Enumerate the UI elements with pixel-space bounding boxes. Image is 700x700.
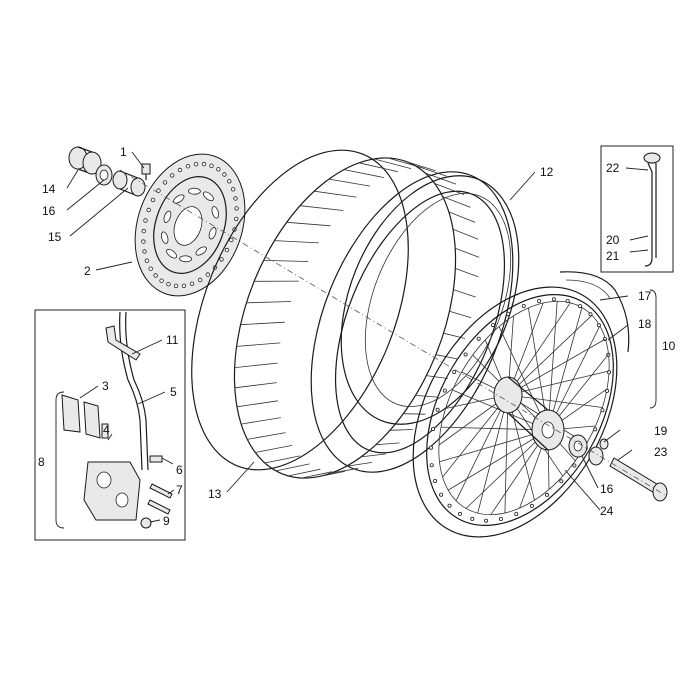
leader-lines: [55, 151, 657, 529]
callout-21: 21: [606, 249, 620, 263]
callout-11: 11: [166, 333, 179, 347]
callout-9: 9: [163, 514, 170, 528]
callout-19: 19: [654, 424, 668, 438]
callout-3: 3: [102, 379, 109, 393]
inner-tube: [340, 175, 520, 425]
callout-6: 6: [176, 463, 183, 477]
bolt-1: [141, 163, 151, 180]
callout-5: 5: [170, 385, 177, 399]
wheel-bearing: [568, 434, 588, 458]
callout-7: 7: [176, 483, 183, 497]
callout-labels: 1 14 16 15 2 12 13 17 18 10 19 23 16 24 …: [38, 145, 676, 528]
callout-16-wheel: 16: [600, 482, 614, 496]
callout-13: 13: [208, 487, 222, 501]
caliper-detail-box: [34, 309, 186, 541]
callout-17: 17: [638, 289, 652, 303]
callout-10: 10: [662, 339, 676, 353]
callout-22: 22: [606, 161, 620, 175]
bearing-16: [95, 164, 113, 186]
callout-16: 16: [42, 204, 56, 218]
callout-8: 8: [38, 455, 45, 469]
callout-15: 15: [48, 230, 62, 244]
callout-2: 2: [84, 264, 91, 278]
brake-disc: [134, 153, 246, 297]
rim-tape: [559, 271, 630, 353]
callout-20: 20: [606, 233, 620, 247]
callout-12: 12: [540, 165, 554, 179]
spoke-detail-box: [600, 145, 674, 273]
callout-24: 24: [600, 504, 614, 518]
callout-1: 1: [120, 145, 127, 159]
callout-14: 14: [42, 182, 56, 196]
spacer-15: [112, 170, 146, 197]
wheel-axle: [119, 169, 668, 502]
spacer-14: [68, 146, 102, 175]
tyre: [191, 149, 514, 479]
callout-4: 4: [103, 423, 110, 437]
callout-23: 23: [654, 445, 668, 459]
callout-18: 18: [638, 317, 652, 331]
spoked-wheel: [412, 286, 618, 538]
